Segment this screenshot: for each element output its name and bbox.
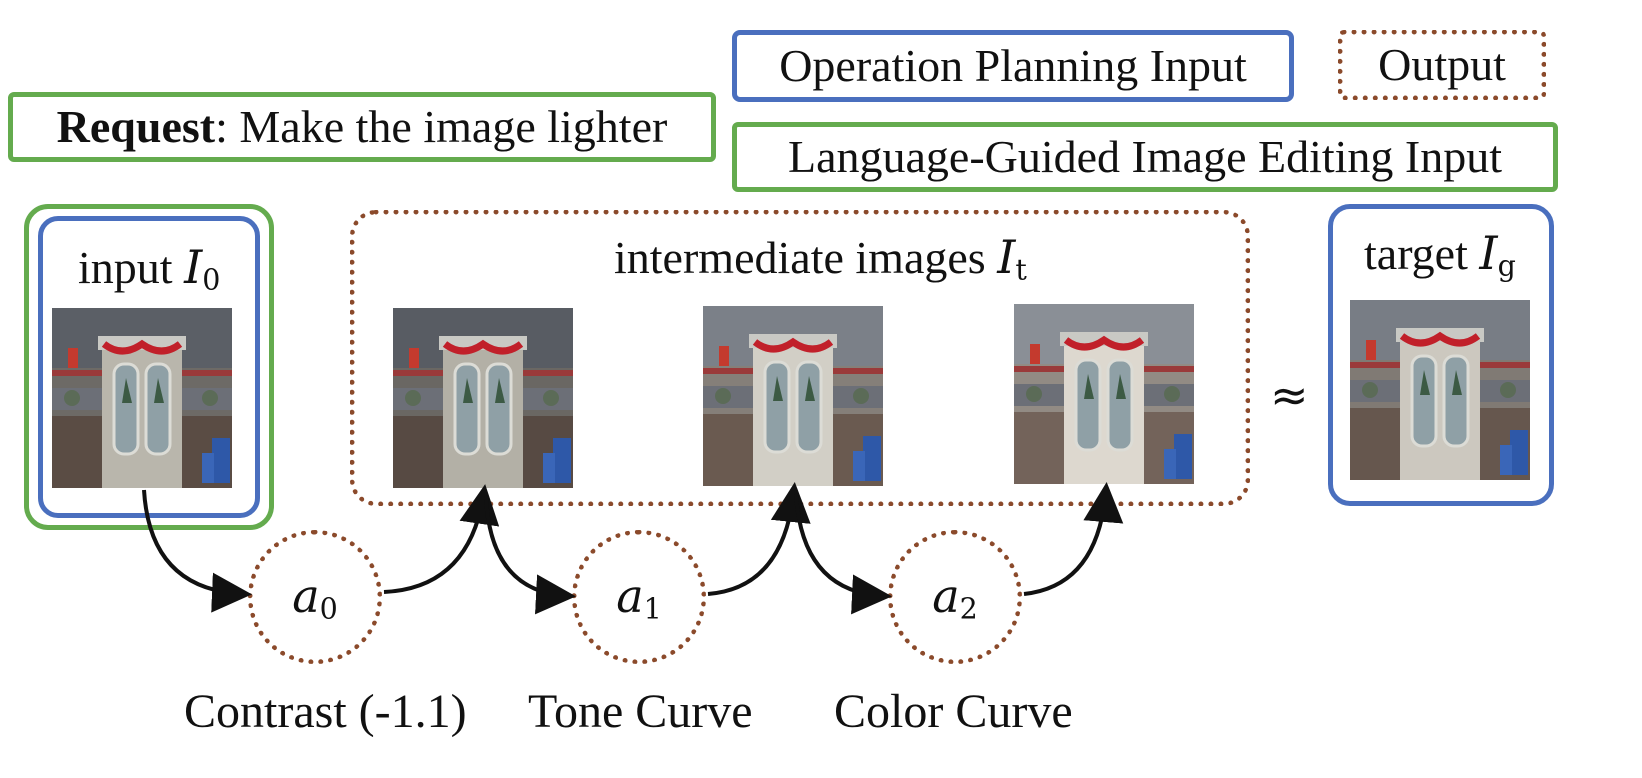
legend-output: Output [1338, 30, 1546, 100]
legend-operation-planning-input: Operation Planning Input [732, 30, 1294, 102]
arrow-a0-to-image1 [383, 484, 500, 594]
legend-operation-planning-label: Operation Planning Input [779, 40, 1247, 91]
arrow-a2-to-image3 [1023, 482, 1124, 596]
approx-symbol: ≈ [1270, 368, 1309, 422]
caption-color-curve: Color Curve [834, 685, 1073, 738]
arrow-a1-to-image2 [707, 482, 811, 596]
caption-tone-curve: Tone Curve [528, 685, 753, 738]
request-text: : Make the image lighter [215, 101, 668, 152]
legend-language-guided-editing-input: Language-Guided Image Editing Input [732, 122, 1558, 192]
request-bold-label: Request [56, 101, 216, 152]
target-frame [1328, 204, 1554, 506]
request-box: Request: Make the image lighter [8, 92, 716, 162]
arrow-image1-to-a1 [484, 495, 576, 615]
arrow-image2-to-a2 [794, 493, 892, 615]
legend-language-guided-label: Language-Guided Image Editing Input [787, 131, 1503, 182]
arrow-input-to-a0 [142, 489, 252, 613]
input-label: input I0 [78, 240, 221, 297]
target-label: target Ig [1364, 226, 1516, 283]
legend-output-label: Output [1378, 39, 1506, 90]
intermediate-images-label: intermediate images It [614, 230, 1027, 287]
caption-contrast: Contrast (-1.1) [184, 685, 467, 738]
